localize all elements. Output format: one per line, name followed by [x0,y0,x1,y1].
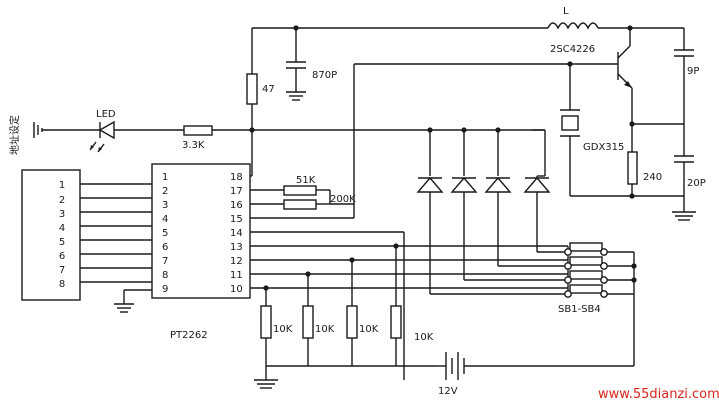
crystal-gdx315 [560,64,580,196]
ic-pin-label: 7 [162,256,168,267]
ic-pin-label: 15 [230,214,243,225]
address-header-block [21,169,81,301]
inductor-label: L [563,6,569,17]
resistor-47 [246,73,258,105]
pt2262-label: PT2262 [170,330,208,341]
pulldown-resistor [302,305,314,339]
resistor-51k [283,185,317,196]
header-pin-label: 7 [59,265,65,276]
pulldown-label: 10K [315,324,335,335]
transistor-2sc4226 [617,28,633,124]
led-diode [89,120,115,153]
ic-pin-label: 18 [230,172,243,183]
pulldown-label: 10K [273,324,293,335]
pulldown-label: 10K [414,332,434,343]
switch [569,284,603,294]
ic-right-pin-labels: 18 17 16 15 14 13 12 11 10 [230,172,243,295]
ic-pin-label: 17 [230,186,243,197]
diode-or-array [416,127,551,294]
header-pin-label: 1 [59,180,65,191]
switch [569,256,603,266]
battery-12v [436,352,634,380]
address-bus-wires [80,183,152,283]
pulldown-resistor [346,305,358,339]
capacitor-9p [674,28,694,156]
capacitor-20p [674,155,694,196]
header-pin-label: 8 [59,279,65,290]
address-setting-label: 地址设定 [8,115,21,155]
ic-pin-label: 2 [162,186,168,197]
switches-label: SB1-SB4 [558,304,601,315]
ic-pin-label: 8 [162,270,168,281]
ic-pin-label: 12 [230,256,243,267]
watermark-background [594,382,716,402]
header-pin-label: 6 [59,251,65,262]
capacitor-9p-label: 9P [687,66,699,77]
ic-pin-label: 1 [162,172,168,183]
resistor-240-label: 240 [643,172,662,183]
pt2262-ic [151,163,251,299]
pulldown-resistor [260,305,272,339]
capacitor-870p [286,28,306,101]
resistor-3k3-label: 3.3K [182,140,205,151]
transistor-label: 2SC4226 [550,44,595,55]
led-label: LED [96,109,116,120]
header-pin-label: 3 [59,209,65,220]
header-pin-label: 4 [59,223,65,234]
ground-symbol [33,122,43,138]
crystal-label: GDX315 [583,142,624,153]
resistor-51k-label: 51K [296,175,316,186]
ic-pin-label: 13 [230,242,243,253]
pulldown-resistor [390,305,402,339]
ic-pin-label: 10 [230,284,243,295]
resistor-3k3 [183,125,213,136]
bottom-ground [254,366,278,389]
header-pin-label: 5 [59,237,65,248]
ic-ground [114,289,152,313]
ic-pin-label: 11 [230,270,243,281]
ic-pin-label: 3 [162,200,168,211]
ic-pin-label: 5 [162,228,168,239]
pulldown-label: 10K [359,324,379,335]
ic-left-pin-labels: 1 2 3 4 5 6 7 8 9 [162,172,168,295]
ic-pin-label: 6 [162,242,168,253]
ic-pin-label: 9 [162,284,168,295]
ic-pin-label: 4 [162,214,168,225]
switch-array-sb1-sb4 [564,242,637,366]
address-header-pin-labels: 1 2 3 4 5 6 7 8 [59,180,65,290]
pulldown-resistors [260,246,402,366]
ic-pin-label: 14 [230,228,243,239]
inductor-l [547,22,599,30]
header-pin-label: 2 [59,195,65,206]
battery-label: 12V [438,386,458,397]
switch [569,242,603,252]
capacitor-20p-label: 20P [687,178,706,189]
switch [569,270,603,280]
resistor-240 [627,151,638,185]
resistor-200k-label: 200K [330,194,356,205]
resistor-47-label: 47 [262,84,275,95]
resistor-200k [283,199,317,210]
watermark: www.55dianzi.com [598,387,719,402]
capacitor-870p-label: 870P [312,70,337,81]
rf-ground [672,196,696,221]
ic-pin-label: 16 [230,200,243,211]
